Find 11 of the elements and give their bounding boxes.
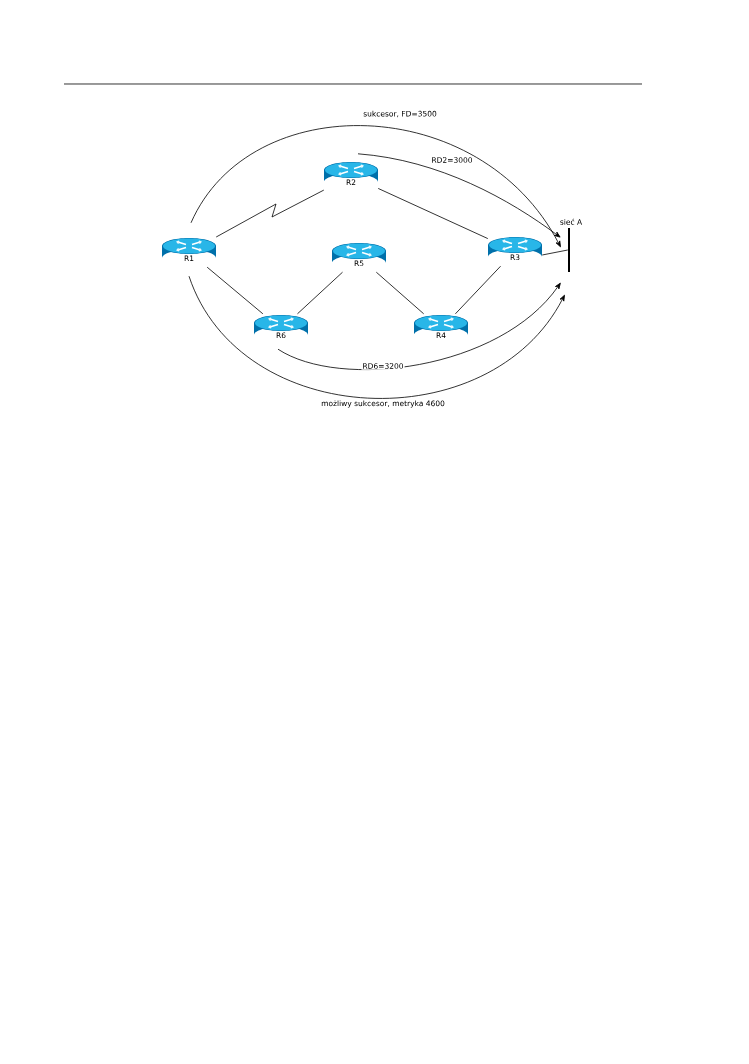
arrow <box>357 153 561 238</box>
link-line <box>541 249 569 256</box>
link-line <box>375 271 425 315</box>
arrow <box>190 125 561 248</box>
link-line <box>297 271 343 315</box>
link-line <box>206 266 264 315</box>
arrow <box>188 275 565 399</box>
link-line <box>377 188 489 239</box>
arrow <box>277 282 561 371</box>
link-line <box>215 189 325 238</box>
link-line <box>455 265 501 315</box>
